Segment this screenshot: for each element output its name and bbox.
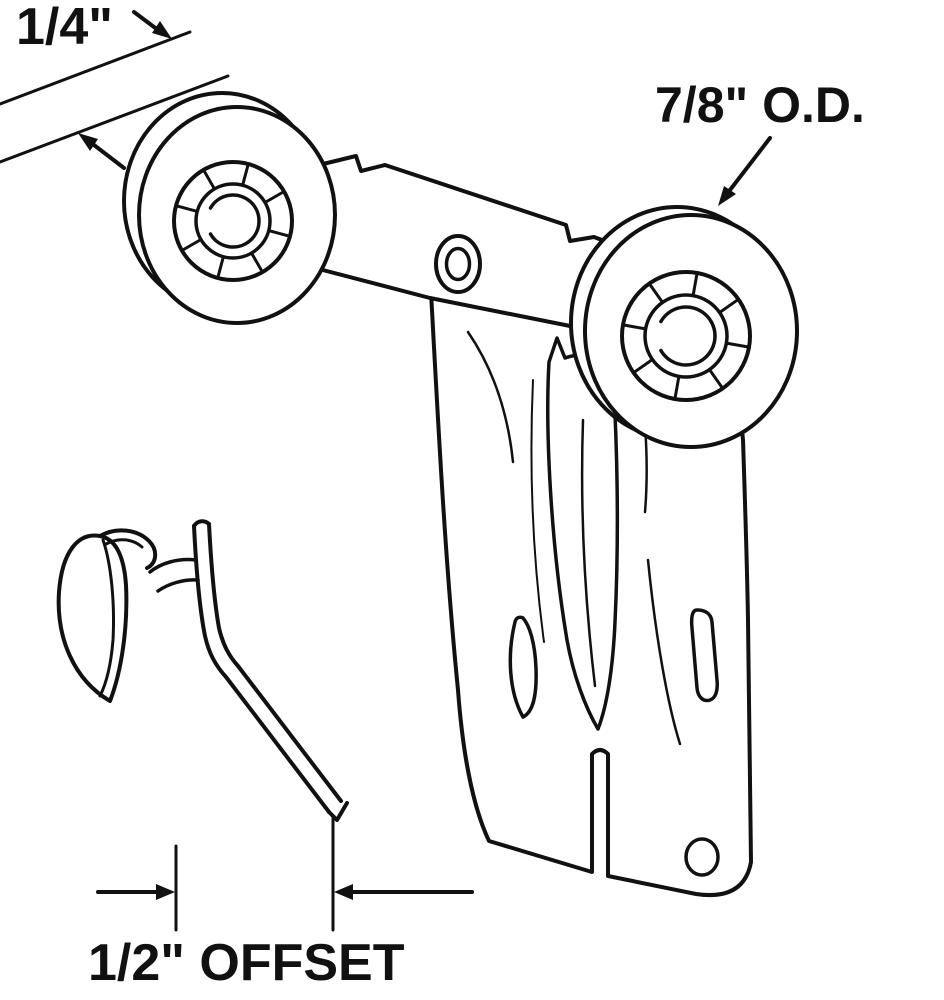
right-wheel-spokes xyxy=(621,271,751,401)
left-wheel-axle-arc xyxy=(208,193,261,249)
right-wheel-hub xyxy=(620,270,752,402)
side-view-top-curl-inner xyxy=(104,538,144,549)
dimension-label-offset: 1/2" OFFSET xyxy=(88,934,405,992)
leader-line xyxy=(728,136,772,192)
left-roller-wheel xyxy=(122,91,337,325)
plate-crease-line xyxy=(646,558,682,746)
side-view-hook-line-inner xyxy=(156,578,200,593)
right-wheel-inner-ring xyxy=(643,293,729,379)
side-view-bracket xyxy=(56,519,349,822)
left-wheel-spokes xyxy=(174,162,292,280)
side-view-blade xyxy=(56,533,129,703)
tongue-crease-line xyxy=(580,418,597,688)
offset-arm-inner-line xyxy=(207,522,343,803)
offset-arm-top-cap xyxy=(192,519,211,528)
extension-line-upper xyxy=(0,30,192,106)
arrowhead-right-icon xyxy=(156,884,175,900)
dimension-arrow-tail xyxy=(92,143,126,170)
arrowhead-down-right-icon xyxy=(152,21,172,39)
dimension-offset: 1/2" OFFSET xyxy=(88,816,474,992)
extension-line-lower xyxy=(0,74,230,164)
plate-crease-line xyxy=(530,379,545,643)
offset-arm-foot xyxy=(327,801,349,822)
plate-slot-left xyxy=(508,615,538,719)
dimension-label-od: 7/8" O.D. xyxy=(655,77,865,133)
arrowhead-left-icon xyxy=(334,884,353,900)
dimension-wheel-thickness: 1/4" xyxy=(0,0,230,170)
strap-screw-hole-inner xyxy=(444,246,472,282)
dimension-outer-diameter: 7/8" O.D. xyxy=(655,77,865,206)
plate-mounting-hole xyxy=(684,837,720,877)
right-wheel-axle-arc xyxy=(659,305,717,367)
plate-crease-line xyxy=(466,330,515,464)
dimension-label-quarter-inch: 1/4" xyxy=(16,0,113,56)
arrowhead-up-left-icon xyxy=(78,133,98,151)
right-roller-wheel xyxy=(569,205,799,449)
arrowhead-down-left-icon xyxy=(718,186,736,206)
offset-arm-outer-line xyxy=(192,524,331,814)
side-view-blade-thickness-line xyxy=(98,538,116,698)
left-wheel-inner-ring xyxy=(194,182,272,260)
side-view-top-curl xyxy=(98,528,158,570)
side-view-hook-line xyxy=(148,557,198,574)
left-wheel-hub xyxy=(172,160,294,282)
dimension-arrow-tail xyxy=(132,10,160,32)
plate-slot-right xyxy=(689,608,719,703)
